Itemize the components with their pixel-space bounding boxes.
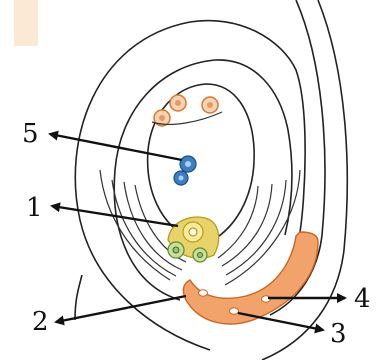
inner-integument — [114, 60, 292, 300]
label-3: 3 — [330, 319, 347, 349]
egg-apparatus — [168, 217, 219, 262]
arrow-3 — [238, 313, 323, 330]
watermark-mark — [14, 0, 38, 46]
micropyle-fold-right-2 — [226, 180, 286, 275]
polar-nuclei — [174, 156, 196, 185]
antipodal-cells — [152, 95, 222, 126]
label-4: 4 — [354, 284, 371, 314]
label-2: 2 — [32, 307, 49, 337]
label-5: 5 — [22, 119, 39, 149]
micropyle-fold-right-4 — [218, 186, 258, 258]
label-1: 1 — [26, 193, 43, 223]
outer-integument-base — [75, 275, 82, 320]
